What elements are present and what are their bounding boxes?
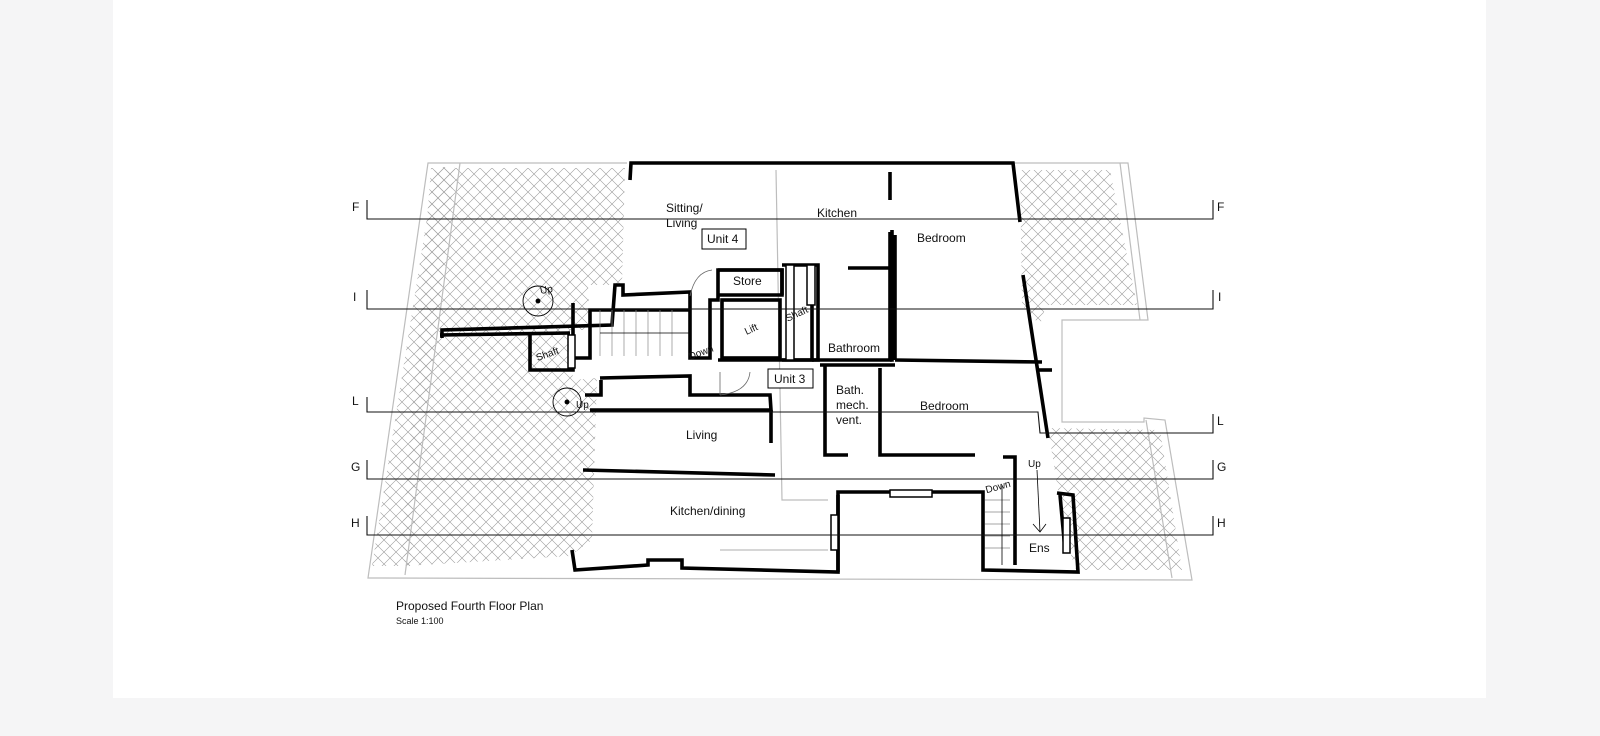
- section-label-l-right: L: [1217, 414, 1224, 428]
- section-label-g-right: G: [1217, 460, 1226, 474]
- section-label-h-left: H: [351, 516, 360, 530]
- drawing-scale: Scale 1:100: [396, 616, 444, 626]
- room-label-lift: Lift: [743, 322, 760, 338]
- unit-3-label: Unit 3: [774, 372, 806, 386]
- room-label-mech: mech.: [836, 398, 869, 412]
- room-label-sitting: Sitting/: [666, 201, 703, 215]
- room-label-living: Living: [686, 428, 717, 442]
- room-label-vent: vent.: [836, 413, 862, 427]
- room-label-living-top: Living: [666, 216, 697, 230]
- section-label-i-left: I: [353, 290, 356, 304]
- room-label-bedroom-mid: Bedroom: [920, 399, 969, 413]
- section-label-h-right: H: [1217, 516, 1226, 530]
- section-lines: [366, 200, 1214, 536]
- room-label-bath: Bath.: [836, 383, 864, 397]
- spiral-stairs: [522, 285, 582, 417]
- section-label-l-left: L: [352, 394, 359, 408]
- site-outline: [367, 162, 1193, 581]
- drawing-sheet: [113, 0, 1486, 698]
- room-label-bathroom: Bathroom: [828, 341, 880, 355]
- section-label-f-left: F: [352, 200, 359, 214]
- stair-label-down-right: Down: [984, 479, 1012, 496]
- room-label-ensuite: Ens: [1029, 541, 1050, 555]
- section-label-f-right: F: [1217, 200, 1224, 214]
- stair-label-up-right: Up: [1028, 459, 1041, 470]
- stair-label-up-top: Up: [539, 284, 554, 297]
- section-label-i-right: I: [1218, 290, 1221, 304]
- room-label-kitchen: Kitchen: [817, 206, 857, 220]
- stair-label-up-lower: Up: [576, 400, 589, 411]
- stair-treads: [599, 310, 1047, 565]
- section-label-g-left: G: [351, 460, 360, 474]
- room-label-kitchen-dining: Kitchen/dining: [670, 504, 745, 518]
- unit-4-label: Unit 4: [707, 232, 739, 246]
- door-swings: [689, 269, 751, 396]
- unit-boxes: [701, 228, 814, 389]
- room-label-store: Store: [733, 274, 762, 288]
- room-label-bedroom-top: Bedroom: [917, 231, 966, 245]
- drawing-title: Proposed Fourth Floor Plan: [396, 599, 543, 613]
